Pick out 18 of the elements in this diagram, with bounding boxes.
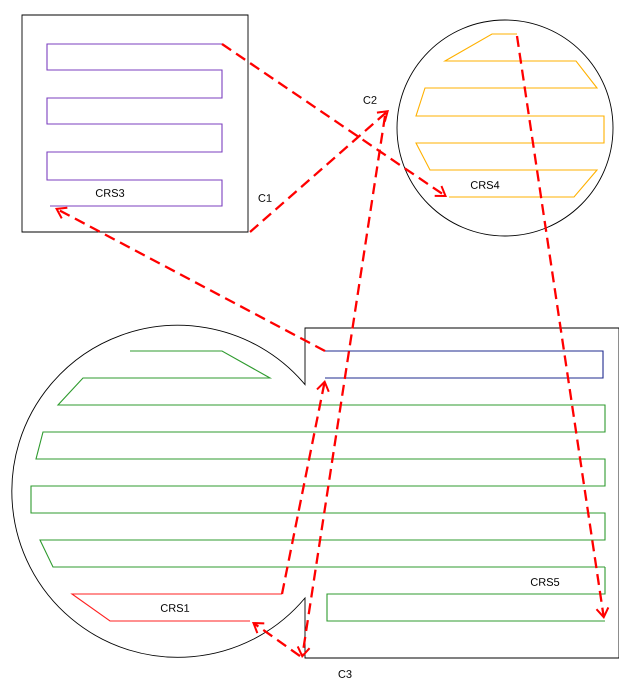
boundary-circle (396, 20, 614, 236)
path-label: CRS3 (96, 189, 124, 197)
boundary-outline (12, 324, 619, 658)
arrow (252, 622, 301, 657)
arrow (249, 110, 389, 233)
arrow (55, 206, 326, 352)
path-label: CRS1 (160, 604, 190, 612)
arrow (280, 380, 330, 594)
path-label: C3 (338, 670, 352, 678)
boundary-outline (22, 14, 248, 232)
path-label: CRS5 (530, 578, 560, 586)
path-label: CRS4 (470, 181, 500, 189)
scan-line (324, 350, 337, 379)
arrow (296, 116, 386, 658)
arrow (221, 43, 447, 197)
arrow (516, 36, 610, 619)
path-label: C2 (364, 96, 376, 104)
path-label: C1 (258, 194, 272, 202)
